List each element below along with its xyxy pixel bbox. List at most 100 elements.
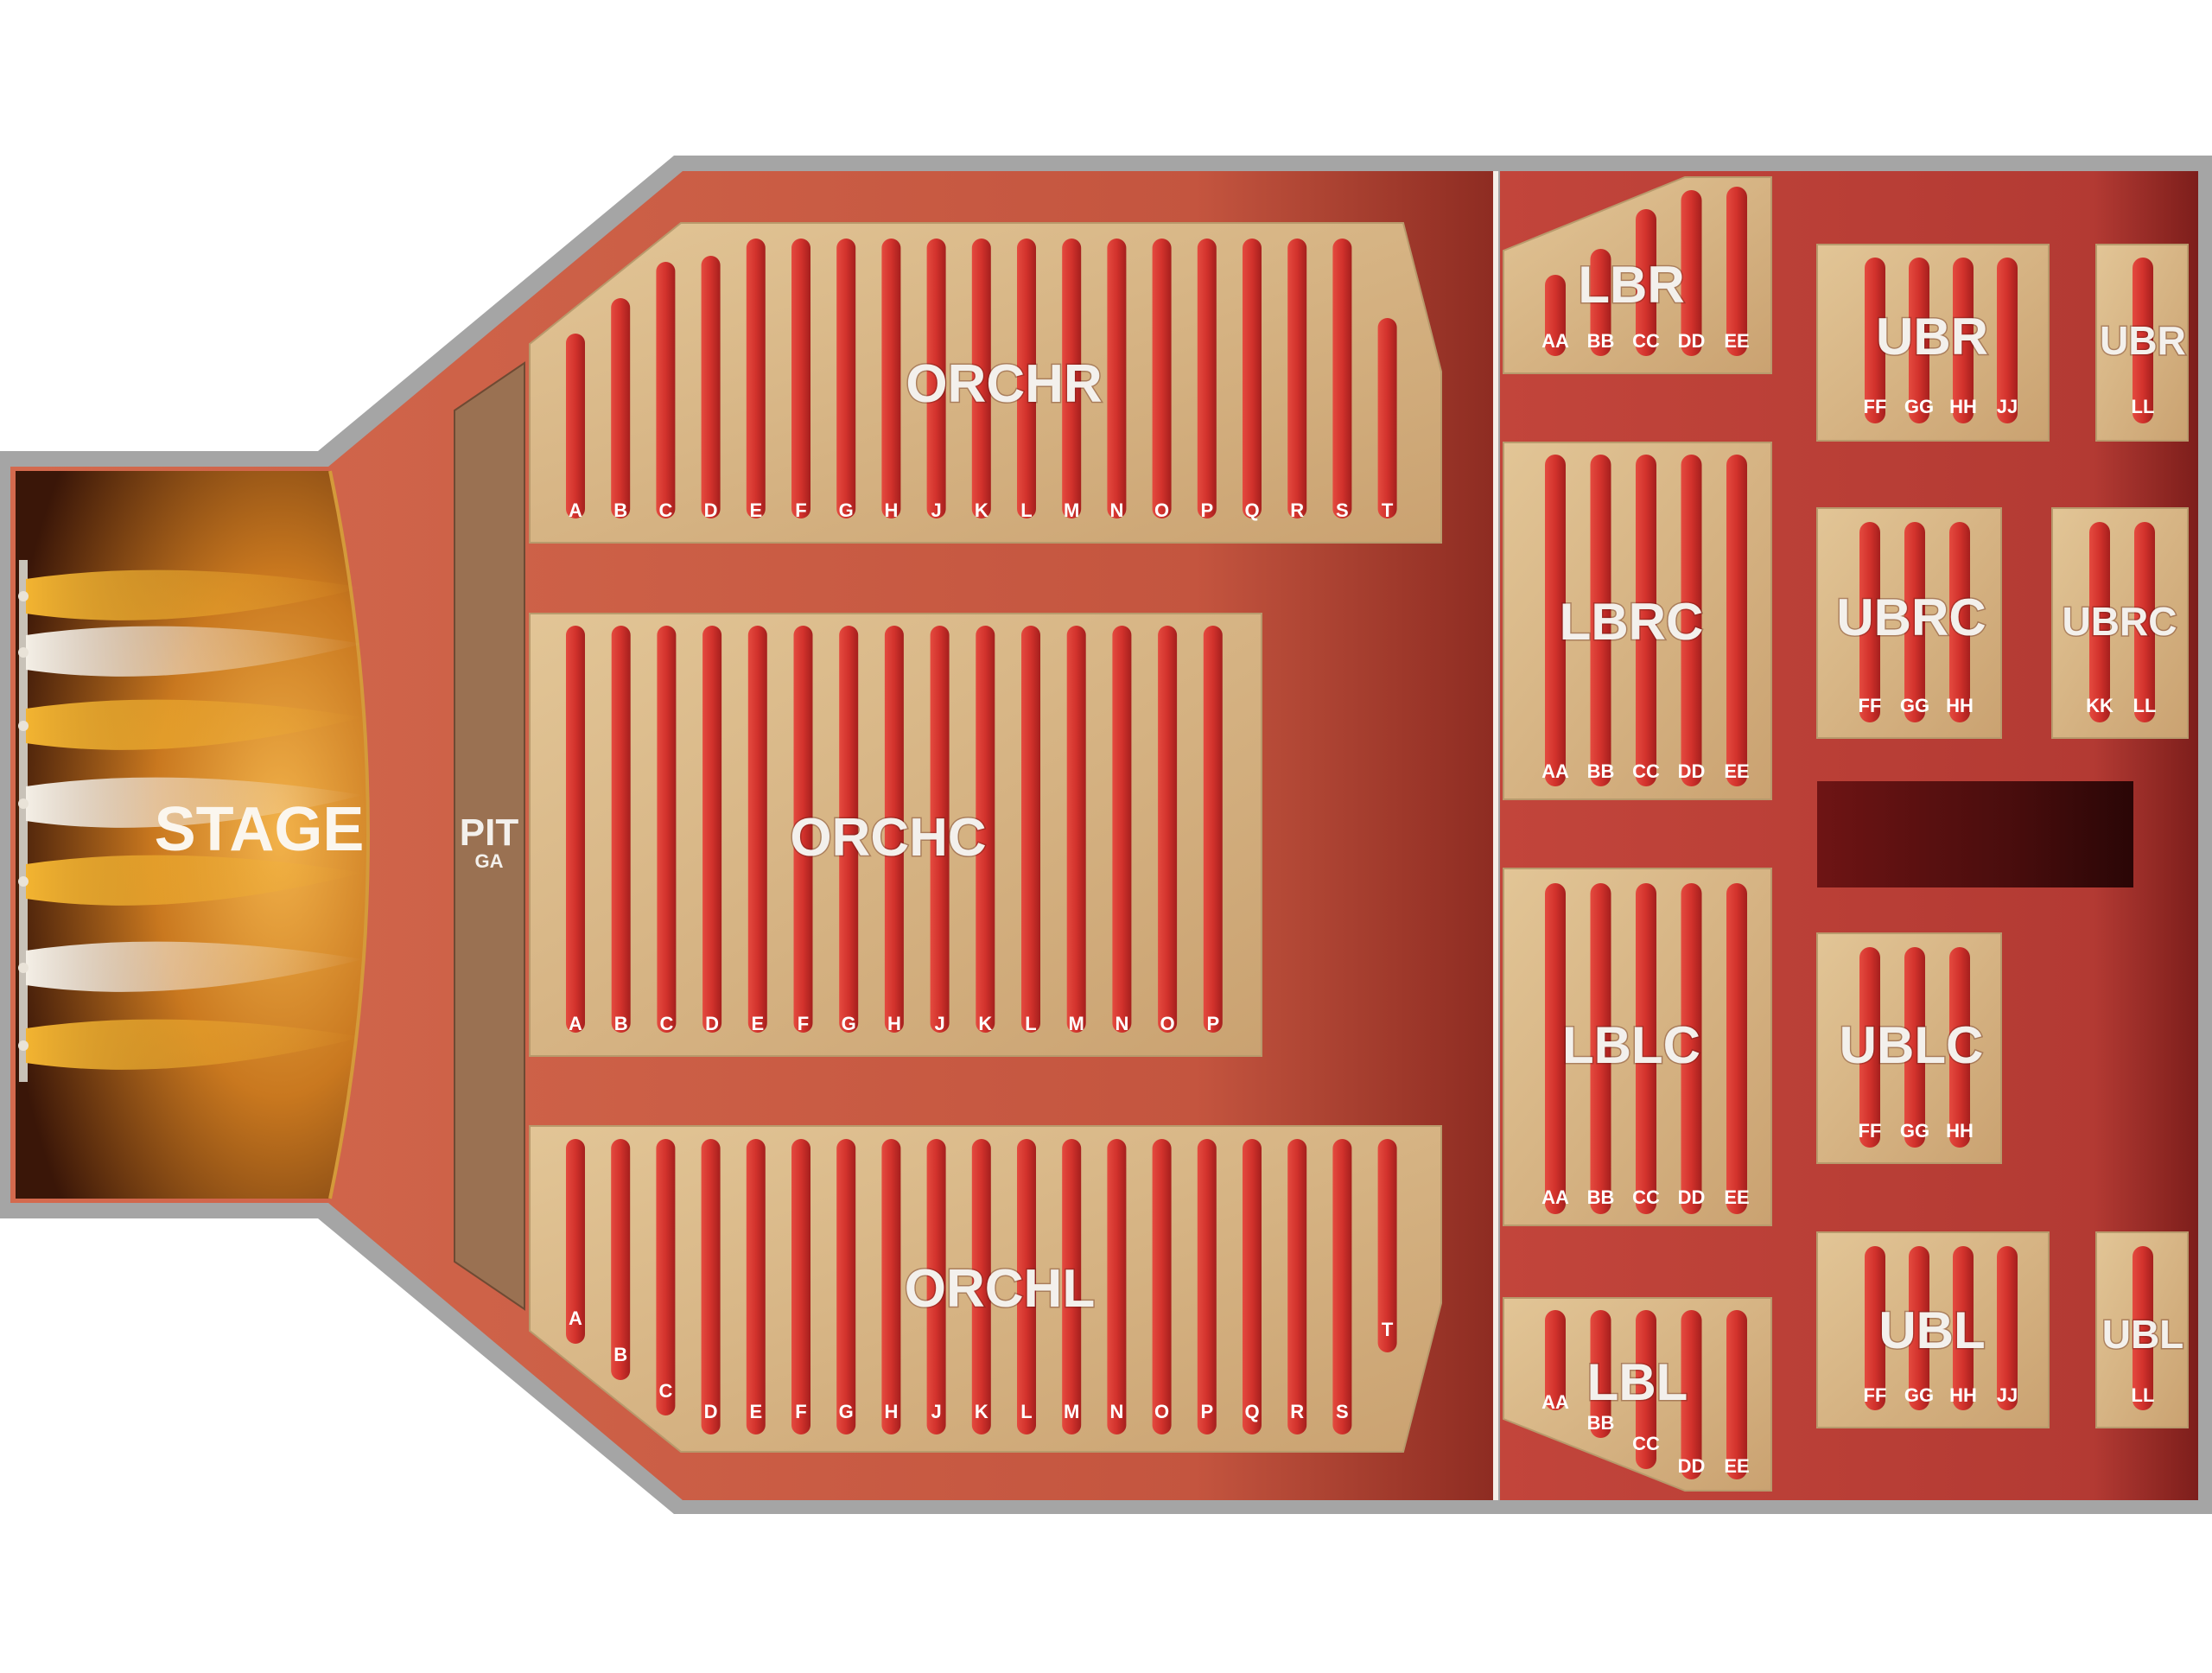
- seat-row[interactable]: [1021, 626, 1040, 1033]
- seat-row[interactable]: [1636, 455, 1656, 786]
- seat-row[interactable]: [656, 1139, 676, 1415]
- seat-row[interactable]: [1636, 1310, 1656, 1469]
- seat-row[interactable]: [1287, 239, 1307, 518]
- seat-row[interactable]: [1865, 1246, 1885, 1410]
- seat-row[interactable]: [1545, 275, 1566, 356]
- seat-row[interactable]: [836, 239, 856, 518]
- seat-row[interactable]: [1152, 239, 1172, 518]
- seat-row[interactable]: [1909, 258, 1929, 423]
- seat-row[interactable]: [746, 239, 766, 518]
- seat-row[interactable]: [1904, 522, 1925, 722]
- section-pit[interactable]: PIT GA: [454, 361, 525, 1311]
- seat-row[interactable]: [2133, 258, 2153, 423]
- seat-row[interactable]: [1197, 239, 1217, 518]
- seat-row[interactable]: [1066, 626, 1086, 1033]
- seat-row[interactable]: [1332, 239, 1352, 518]
- seat-row[interactable]: [566, 334, 585, 518]
- seat-row[interactable]: [1681, 1310, 1702, 1479]
- seat-row[interactable]: [1636, 209, 1656, 356]
- seat-row[interactable]: [1590, 1310, 1611, 1438]
- seat-row[interactable]: [566, 626, 585, 1033]
- seat-row[interactable]: [1726, 883, 1747, 1214]
- seat-row[interactable]: [926, 1139, 946, 1434]
- seat-row[interactable]: [791, 239, 810, 518]
- seat-row[interactable]: [1243, 1139, 1262, 1434]
- seat-row[interactable]: [1590, 883, 1611, 1214]
- seat-row[interactable]: [1062, 239, 1082, 518]
- seat-row[interactable]: [746, 1139, 766, 1434]
- seat-row[interactable]: [2089, 522, 2110, 722]
- seat-row[interactable]: [1949, 947, 1970, 1148]
- seat-row[interactable]: [1590, 455, 1611, 786]
- seat-row[interactable]: [1904, 947, 1925, 1148]
- seat-row[interactable]: [1243, 239, 1262, 518]
- seat-row[interactable]: [1377, 1139, 1397, 1352]
- seat-row[interactable]: [1017, 239, 1036, 518]
- seat-row[interactable]: [1726, 187, 1747, 356]
- seat-row[interactable]: [702, 626, 722, 1033]
- seat-row[interactable]: [1152, 1139, 1172, 1434]
- seat-row[interactable]: [976, 626, 995, 1033]
- seat-row[interactable]: [1332, 1139, 1352, 1434]
- seat-row[interactable]: [747, 626, 767, 1033]
- seat-row[interactable]: [884, 626, 904, 1033]
- seat-row[interactable]: [1636, 883, 1656, 1214]
- seat-row[interactable]: [1953, 258, 1974, 423]
- seat-row[interactable]: [1997, 1246, 2018, 1410]
- seat-row[interactable]: [971, 239, 991, 518]
- seat-row[interactable]: [1726, 455, 1747, 786]
- pit-area[interactable]: [454, 361, 525, 1311]
- seat-row[interactable]: [701, 1139, 721, 1434]
- seat-row[interactable]: [881, 1139, 901, 1434]
- seat-row[interactable]: [1997, 258, 2018, 423]
- seat-row[interactable]: [1859, 522, 1880, 722]
- seat-row[interactable]: [611, 626, 631, 1033]
- seat-row[interactable]: [611, 1139, 631, 1380]
- seat-row[interactable]: [1158, 626, 1178, 1033]
- seat-row[interactable]: [1865, 258, 1885, 423]
- seat-row[interactable]: [657, 626, 677, 1033]
- seat-row[interactable]: [2133, 1246, 2153, 1410]
- seat-row[interactable]: [881, 239, 901, 518]
- seat-row[interactable]: [1377, 318, 1397, 518]
- seat-row[interactable]: [971, 1139, 991, 1434]
- seat-row[interactable]: [1112, 626, 1132, 1033]
- seat-row[interactable]: [1726, 1310, 1747, 1479]
- seat-row[interactable]: [1949, 522, 1970, 722]
- seat-row[interactable]: [1017, 1139, 1036, 1434]
- seat-row[interactable]: [1203, 626, 1223, 1033]
- seat-row[interactable]: [701, 256, 721, 518]
- seat-row[interactable]: [1909, 1246, 1929, 1410]
- seat-row[interactable]: [926, 239, 946, 518]
- seat-row[interactable]: [656, 262, 676, 518]
- seat-row[interactable]: [839, 626, 859, 1033]
- seat-row[interactable]: [930, 626, 950, 1033]
- seat-row[interactable]: [1287, 1139, 1307, 1434]
- seat-row[interactable]: [611, 298, 631, 518]
- seat-row[interactable]: [1681, 455, 1702, 786]
- seat-row[interactable]: [791, 1139, 810, 1434]
- seat-row[interactable]: [1062, 1139, 1082, 1434]
- seat-row[interactable]: [1197, 1139, 1217, 1434]
- seat-row[interactable]: [1681, 883, 1702, 1214]
- seat-row[interactable]: [1953, 1246, 1974, 1410]
- seat-row[interactable]: [836, 1139, 856, 1434]
- seat-row[interactable]: [1545, 1310, 1566, 1410]
- seat-row[interactable]: [1545, 883, 1566, 1214]
- seat-row[interactable]: [1859, 947, 1880, 1148]
- seat-row[interactable]: [1107, 1139, 1127, 1434]
- seat-row[interactable]: [793, 626, 813, 1033]
